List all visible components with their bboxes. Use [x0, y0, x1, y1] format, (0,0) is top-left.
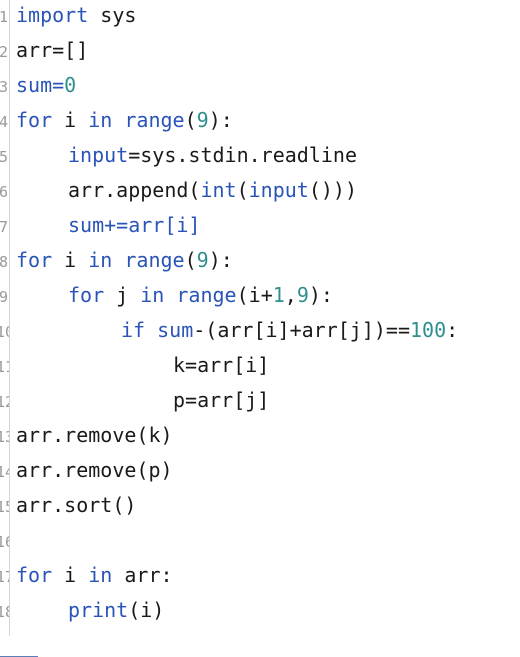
code-text: arr.sort() [16, 493, 137, 517]
code-line-14[interactable]: arr.remove(p) [16, 455, 173, 490]
number-literal: 9 [296, 283, 309, 307]
line-number: 6 [0, 183, 8, 201]
code-line-6[interactable]: arr.append(int(input())) [68, 175, 357, 210]
code-text [145, 318, 157, 342]
line-number: 11 [0, 358, 9, 376]
code-text: : [446, 318, 459, 342]
code-line-2[interactable]: arr=[] [16, 35, 88, 70]
code-text: i [52, 248, 89, 272]
keyword-for: for [16, 248, 53, 272]
code-text [112, 248, 124, 272]
code-line-13[interactable]: arr.remove(k) [16, 420, 173, 455]
builtin-sum: sum [157, 318, 194, 342]
code-line-17[interactable]: for i in arr: [16, 560, 173, 595]
number-literal: 1 [272, 283, 285, 307]
builtin-int: int [200, 178, 237, 202]
builtin-sum: sum= [16, 73, 65, 97]
builtin-print: print [68, 598, 129, 622]
keyword-in: in [88, 108, 113, 132]
line-number: 8 [0, 253, 8, 271]
code-text: arr=[] [16, 38, 89, 62]
code-text: arr: [112, 563, 173, 587]
keyword-for: for [16, 563, 53, 587]
keyword-for: for [68, 283, 105, 307]
code-text: sys [88, 3, 137, 27]
builtin-input: input [68, 143, 129, 167]
code-line-1[interactable]: import sys [16, 0, 136, 35]
code-text: arr.remove(k) [16, 423, 173, 447]
builtin-range: range [124, 248, 185, 272]
line-number: 9 [0, 288, 8, 306]
keyword-import: import [16, 3, 89, 27]
line-number: 7 [0, 218, 8, 236]
code-text: ): [308, 283, 333, 307]
code-line-12[interactable]: p=arr[j] [173, 385, 269, 420]
code-line-3[interactable]: sum=0 [16, 70, 76, 105]
code-line-11[interactable]: k=arr[i] [173, 350, 269, 385]
keyword-in: in [140, 283, 165, 307]
line-number: 12 [0, 393, 9, 411]
code-line-8[interactable]: for i in range(9): [16, 245, 233, 280]
keyword-in: in [88, 563, 113, 587]
keyword-in: in [88, 248, 113, 272]
code-line-18[interactable]: print(i) [68, 595, 164, 630]
code-text: arr.remove(p) [16, 458, 173, 482]
code-text: ( [236, 178, 249, 202]
code-text: (i+ [236, 283, 273, 307]
line-number: 15 [0, 498, 9, 516]
code-line-10[interactable]: if sum-(arr[i]+arr[j])==100: [121, 315, 458, 350]
builtin-input: input [248, 178, 309, 202]
line-number: 4 [0, 113, 8, 131]
line-number: 3 [0, 78, 8, 96]
builtin-range: range [124, 108, 185, 132]
gutter-divider [9, 0, 10, 636]
code-text: -(arr[i]+arr[j])== [193, 318, 411, 342]
code-line-15[interactable]: arr.sort() [16, 490, 136, 525]
line-number: 17 [0, 568, 9, 586]
builtin-sum: sum+=arr[i] [68, 213, 201, 237]
code-line-7[interactable]: sum+=arr[i] [68, 210, 200, 245]
line-number-gutter: 1 2 3 4 5 6 7 8 9 10 11 12 13 14 15 16 1… [0, 0, 9, 636]
line-number: 16 [0, 533, 9, 551]
code-text: j [104, 283, 141, 307]
number-literal: 0 [64, 73, 77, 97]
code-text: i [52, 563, 89, 587]
code-line-4[interactable]: for i in range(9): [16, 105, 233, 140]
code-text: ())) [308, 178, 358, 202]
code-text: arr.append( [68, 178, 201, 202]
keyword-if: if [121, 318, 146, 342]
line-number: 10 [0, 323, 9, 341]
code-text: i [52, 108, 89, 132]
line-number: 1 [0, 8, 8, 26]
code-text: ( [184, 248, 197, 272]
code-editor[interactable]: 1 2 3 4 5 6 7 8 9 10 11 12 13 14 15 16 1… [0, 0, 520, 636]
line-number: 2 [0, 43, 8, 61]
number-literal: 9 [196, 248, 209, 272]
line-number: 18 [0, 603, 9, 621]
code-text: (i) [128, 598, 165, 622]
code-line-5[interactable]: input=sys.stdin.readline [68, 140, 357, 175]
line-number: 14 [0, 463, 9, 481]
code-text: , [284, 283, 297, 307]
code-text [112, 108, 124, 132]
code-text: ): [208, 248, 233, 272]
number-literal: 9 [196, 108, 209, 132]
builtin-range: range [176, 283, 237, 307]
line-number: 5 [0, 148, 8, 166]
code-text: ): [208, 108, 233, 132]
code-text: ( [184, 108, 197, 132]
code-line-9[interactable]: for j in range(i+1,9): [68, 280, 333, 315]
number-literal: 100 [410, 318, 447, 342]
code-text: =sys.stdin.readline [128, 143, 357, 167]
code-text [164, 283, 176, 307]
code-text: p=arr[j] [173, 388, 270, 412]
line-number: 13 [0, 428, 9, 446]
keyword-for: for [16, 108, 53, 132]
code-text: k=arr[i] [173, 353, 270, 377]
